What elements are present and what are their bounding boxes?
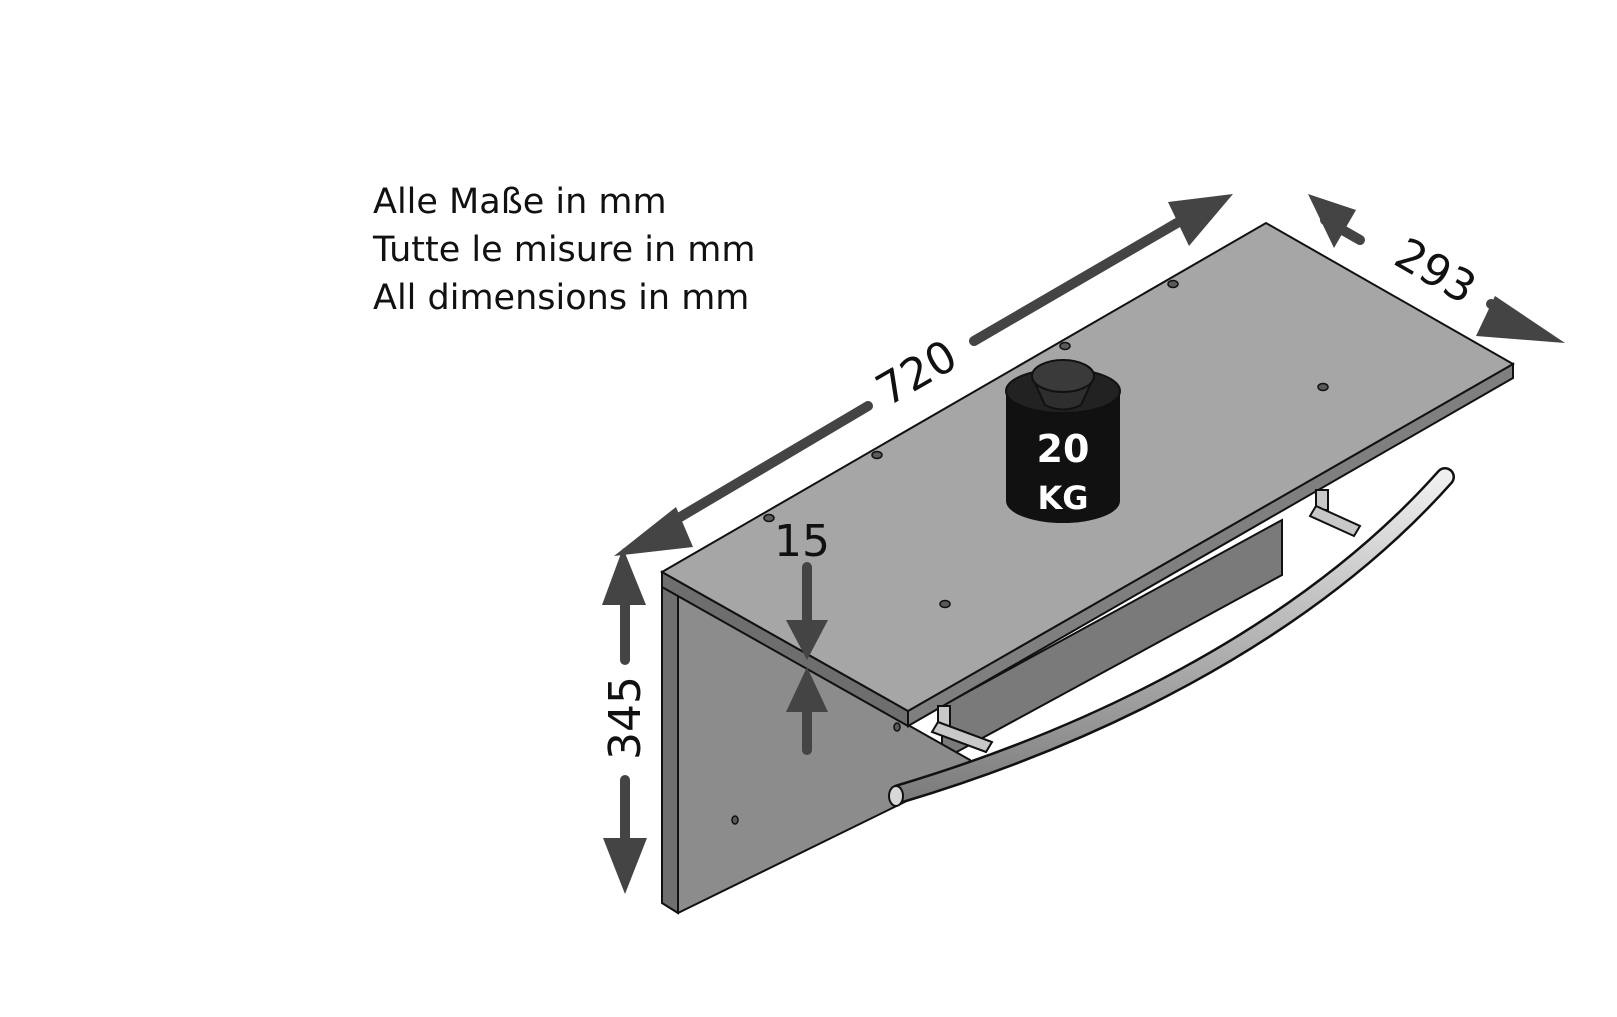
dimension-thickness-label: 15 <box>774 516 830 567</box>
weight-icon: 20 KG <box>1005 359 1121 523</box>
arrow-head-depth-right <box>1476 296 1565 343</box>
arrow-head-thickness-bottom <box>786 667 828 712</box>
arrow-head-depth-left <box>1308 194 1356 248</box>
arrow-head-width-right <box>1168 194 1233 246</box>
side-panel-edge <box>661 583 679 915</box>
dimension-height-label: 345 <box>600 676 651 760</box>
back-rail-panel <box>941 518 1283 762</box>
weight-value: 20 <box>1037 427 1090 471</box>
weight-unit: KG <box>1037 479 1088 517</box>
screw-holes <box>731 279 1329 825</box>
note-english: All dimensions in mm <box>373 278 750 318</box>
note-german: Alle Maße in mm <box>373 182 667 222</box>
arrow-head-height-bottom <box>603 838 647 894</box>
arrow-head-width-left <box>614 507 693 556</box>
dimension-notes: Alle Maße in mm Tutte le misure in mm Al… <box>373 178 755 322</box>
arrow-head-thickness-top <box>786 620 828 660</box>
note-italian: Tutte le misure in mm <box>373 230 756 270</box>
dimension-width-label: 720 <box>868 330 966 416</box>
rod-end <box>888 785 904 807</box>
rod-brackets <box>930 489 1362 754</box>
arrow-head-height-top <box>602 548 646 605</box>
dimension-arrows <box>602 194 1565 894</box>
